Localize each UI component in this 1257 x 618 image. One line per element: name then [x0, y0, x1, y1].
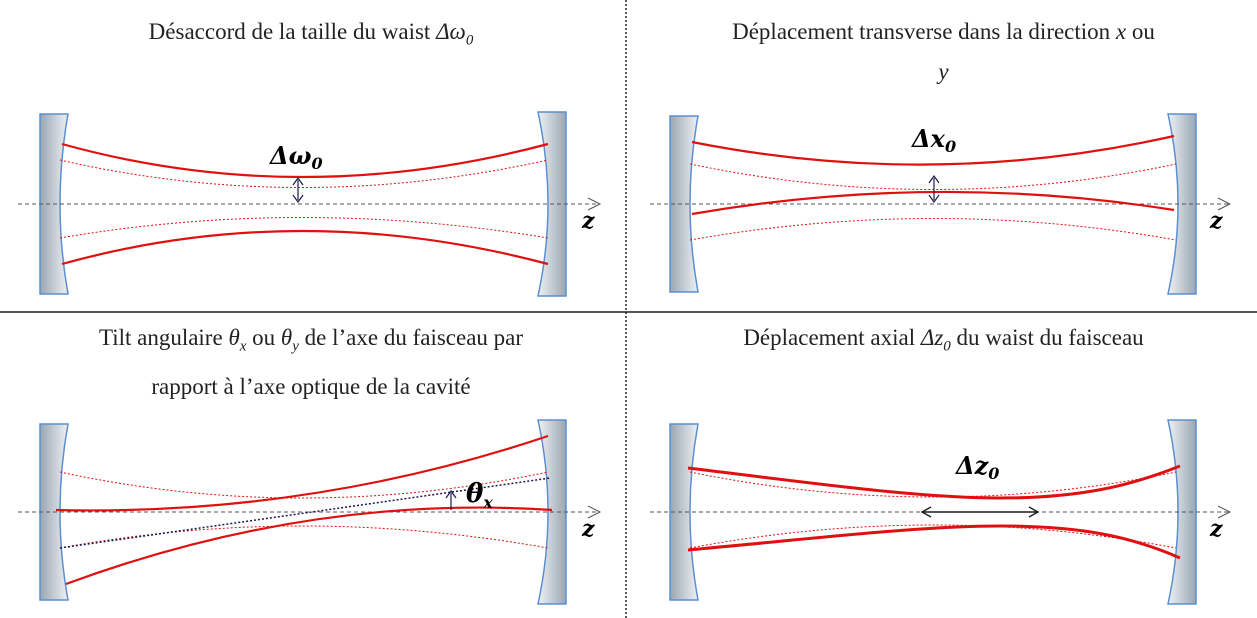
delta-arrow-head-bottom	[292, 194, 304, 204]
caption-subscript: 0	[465, 32, 474, 49]
tilted-beam-axis	[59, 477, 551, 549]
caption-line-2: rapport à l’axe optique de la cavité	[151, 373, 471, 399]
caption-text: Désaccord de la taille du waist	[148, 19, 437, 44]
shift-annotation: Δx0	[911, 124, 956, 156]
annotation-sub: 0	[945, 137, 956, 156]
z-axis-label: z	[1209, 208, 1223, 234]
caption-tail: du waist du faisceau	[950, 325, 1144, 350]
delta-arrow-head-top	[292, 176, 304, 186]
annotation-main: Δx	[911, 124, 946, 153]
axis-arrow-head	[1217, 197, 1232, 211]
left-mirror	[669, 115, 699, 293]
axial-arrow-head-right	[1028, 506, 1040, 518]
beam-lower-edge	[61, 229, 549, 266]
caption-line-2: y	[630, 52, 1257, 92]
axial-annotation: Δz0	[955, 451, 999, 483]
caption-top-left: Désaccord de la taille du waist Δω0	[0, 12, 622, 61]
caption-sub-2: y	[292, 338, 299, 355]
beam-upper-edge	[55, 434, 549, 512]
z-axis-label: z	[581, 516, 595, 542]
caption-symbol: Δω	[436, 19, 466, 44]
caption-mid: ou	[246, 325, 281, 350]
z-axis-label: z	[581, 208, 595, 234]
reference-beam-lower	[689, 524, 1177, 549]
panel-angular-tilt: z θx	[18, 419, 602, 605]
caption-symbol-y: y	[938, 59, 949, 84]
z-axis-label: z	[1209, 516, 1223, 542]
annotation-sub: 0	[988, 464, 999, 483]
reference-beam-lower	[59, 525, 549, 549]
annotation-main: Δz	[955, 451, 990, 480]
beam-upper-edge	[691, 134, 1175, 166]
beam-lower-edge	[687, 524, 1181, 560]
caption-tail: de l’axe du faisceau par	[298, 325, 524, 350]
axis-arrow-head	[587, 197, 602, 211]
beam-lower-edge	[691, 190, 1175, 216]
panel-transverse-shift: z Δx0	[650, 113, 1232, 295]
axis-arrow-head	[587, 505, 602, 519]
caption-sub-1: x	[239, 338, 247, 355]
panel-waist-mismatch: z Δω0	[18, 111, 602, 297]
axis-arrow-head	[1217, 505, 1232, 519]
waist-annotation: Δω0	[269, 141, 323, 173]
tilt-annotation: θx	[466, 479, 493, 512]
delta-arrow-head-bottom	[928, 194, 940, 204]
annotation-main: θ	[466, 479, 484, 509]
panel-axial-shift: z Δz0	[650, 419, 1232, 605]
caption-subscript: 0	[943, 338, 951, 355]
annotation-sub: x	[482, 493, 493, 512]
caption-text: Déplacement transverse dans la direction	[732, 19, 1116, 44]
beam-upper-edge	[61, 142, 549, 179]
caption-theta-1: θ	[228, 325, 240, 350]
reference-beam-lower	[689, 218, 1177, 241]
beam-lower-edge	[65, 506, 553, 586]
tilt-arrow-head	[445, 489, 457, 499]
beam-upper-edge	[687, 464, 1181, 500]
caption-line-1: Déplacement transverse dans la direction…	[630, 12, 1257, 52]
caption-tail: ou	[1126, 19, 1155, 44]
reference-beam-upper	[59, 159, 549, 188]
annotation-sub: 0	[311, 154, 322, 173]
axial-arrow-head-left	[920, 506, 932, 518]
caption-text: Déplacement axial	[743, 325, 921, 350]
delta-arrow-head-top	[928, 174, 940, 184]
reference-beam-upper	[689, 471, 1177, 498]
caption-symbol: Δz	[920, 325, 944, 350]
caption-top-right: Déplacement transverse dans la direction…	[630, 12, 1257, 92]
caption-bottom-left: Tilt angulaire θx ou θy de l’axe du fais…	[0, 318, 622, 407]
reference-beam-lower	[59, 217, 549, 239]
caption-theta-2: θ	[280, 325, 293, 350]
caption-line-1: Tilt angulaire θx ou θy de l’axe du fais…	[0, 318, 622, 367]
caption-bottom-right: Déplacement axial Δz0 du waist du faisce…	[630, 318, 1257, 367]
caption-symbol: x	[1115, 19, 1127, 44]
annotation-main: Δω	[269, 141, 312, 170]
caption-text: Tilt angulaire	[98, 325, 229, 350]
